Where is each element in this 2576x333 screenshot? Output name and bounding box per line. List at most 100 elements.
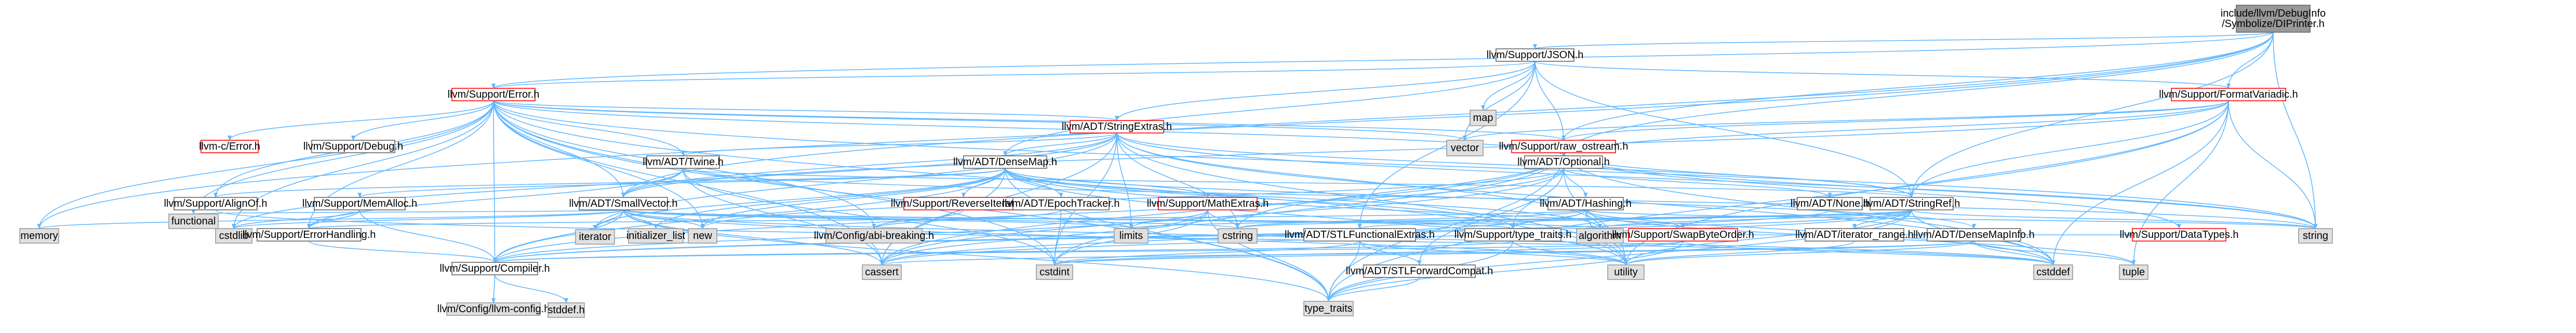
- node-densemap[interactable]: llvm/ADT/DenseMap.h: [953, 155, 1057, 169]
- node-llvmconfig[interactable]: llvm/Config/llvm-config.h: [437, 302, 550, 316]
- node-stringextras[interactable]: llvm/ADT/StringExtras.h: [1062, 120, 1172, 134]
- edge-root-to-raw_ostream: [1561, 32, 2274, 141]
- edge-formatvariadic-to-type_traits: [1326, 100, 2229, 302]
- edge-raw_ostream-to-cstring: [1235, 152, 1564, 229]
- node-utility[interactable]: utility: [1607, 264, 1645, 280]
- node-formatvariadic[interactable]: llvm/Support/FormatVariadic.h: [2159, 88, 2298, 101]
- node-iterator[interactable]: iterator: [575, 229, 615, 245]
- node-box-initlist: [628, 228, 684, 244]
- edge-swapbyteorder-to-cstddef: [1683, 241, 2056, 265]
- node-swapbyteorder[interactable]: llvm/Support/SwapByteOrder.h: [1612, 228, 1754, 242]
- node-hashing[interactable]: llvm/ADT/Hashing.h: [1540, 197, 1632, 210]
- node-functional[interactable]: functional: [168, 214, 219, 229]
- edge-densemap-to-cstddef: [1005, 168, 2056, 265]
- edge-densemapinfo-to-utility: [1624, 241, 1974, 265]
- node-densemapinfo[interactable]: llvm/ADT/DenseMapInfo.h: [1913, 228, 2035, 242]
- node-label-formatvariadic: llvm/Support/FormatVariadic.h: [2159, 89, 2298, 100]
- edge-stringextras-to-twine: [681, 132, 1117, 156]
- edge-root-to-optional: [1561, 32, 2274, 156]
- node-tuple[interactable]: tuple: [2119, 264, 2148, 280]
- nodes-layer: include/llvm/DebugInfo/Symbolize/DIPrint…: [19, 5, 2333, 318]
- node-label-iterator_range: llvm/ADT/iterator_range.h: [1795, 229, 1914, 241]
- node-compiler[interactable]: llvm/Support/Compiler.h: [439, 262, 550, 275]
- node-reverseiter[interactable]: llvm/Support/ReverseIteration.h: [891, 197, 1036, 210]
- node-label-swapbyteorder: llvm/Support/SwapByteOrder.h: [1612, 229, 1754, 241]
- node-new[interactable]: new: [688, 228, 717, 244]
- node-errorhandling[interactable]: llvm/Support/ErrorHandling.h: [243, 228, 376, 242]
- node-abibreaking[interactable]: llvm/Config/abi-breaking.h: [814, 228, 934, 244]
- node-box-smallvector: [579, 197, 668, 210]
- node-stlfunctional[interactable]: llvm/ADT/STLFunctionalExtras.h: [1285, 228, 1435, 242]
- edge-swapbyteorder-to-cstdint: [1052, 241, 1684, 265]
- node-label-aligno: llvm/Support/AlignOf.h: [164, 198, 268, 209]
- node-cstdlib[interactable]: cstdlib: [215, 228, 252, 244]
- node-iterator_range[interactable]: llvm/ADT/iterator_range.h: [1795, 228, 1914, 242]
- node-cassert[interactable]: cassert: [862, 264, 902, 280]
- edge-json-to-error: [491, 61, 1536, 89]
- node-vector[interactable]: vector: [1446, 140, 1484, 156]
- edge-stringref-to-limits: [1129, 209, 1912, 229]
- node-type_traits[interactable]: type_traits: [1303, 301, 1354, 316]
- node-aligno[interactable]: llvm/Support/AlignOf.h: [164, 197, 268, 210]
- node-smallvector[interactable]: llvm/ADT/SmallVector.h: [569, 197, 678, 210]
- edge-formatvariadic-to-smallvector: [621, 100, 2229, 198]
- node-mathextras[interactable]: llvm/Support/MathExtras.h: [1147, 197, 1269, 210]
- node-datatypes[interactable]: llvm/Support/DataTypes.h: [2120, 228, 2239, 242]
- node-initlist[interactable]: initializer_list: [626, 228, 686, 244]
- node-cstring[interactable]: cstring: [1218, 228, 1258, 244]
- edge-optional-to-hashing: [1563, 168, 1588, 198]
- edge-twine-to-stringref: [683, 168, 1914, 198]
- node-box-epochtracker: [1012, 197, 1110, 210]
- node-optional[interactable]: llvm/ADT/Optional.h: [1517, 155, 1610, 169]
- node-error[interactable]: llvm/Support/Error.h: [448, 88, 540, 101]
- node-label-functional: functional: [171, 216, 216, 227]
- node-stddef[interactable]: stddef.h: [548, 302, 585, 318]
- node-label-raw_ostream: llvm/Support/raw_ostream.h: [1499, 141, 1629, 152]
- edge-densemap-to-aligno: [213, 168, 1006, 198]
- node-memory[interactable]: memory: [19, 228, 59, 244]
- node-cstddef[interactable]: cstddef: [2033, 264, 2073, 280]
- node-epochtracker[interactable]: llvm/ADT/EpochTracker.h: [1003, 197, 1120, 210]
- node-box-compiler: [451, 262, 538, 275]
- node-json[interactable]: llvm/Support/JSON.h: [1487, 48, 1584, 62]
- node-debug[interactable]: llvm/Support/Debug.h: [303, 140, 403, 153]
- node-label-vector: vector: [1451, 142, 1479, 154]
- edge-stlforwardcompat-to-type_traits: [1326, 277, 1420, 302]
- node-box-iterator: [575, 229, 615, 245]
- node-box-stddef: [548, 302, 585, 318]
- node-typetraits[interactable]: llvm/Support/type_traits.h: [1454, 228, 1572, 242]
- node-limits[interactable]: limits: [1114, 228, 1149, 244]
- node-box-new: [688, 228, 717, 244]
- edge-smallvector-to-iterator: [593, 209, 624, 230]
- node-cerror[interactable]: llvm-c/Error.h: [199, 140, 260, 153]
- node-box-cstdint: [1036, 264, 1073, 280]
- node-label-densemap: llvm/ADT/DenseMap.h: [953, 156, 1057, 168]
- node-box-formatvariadic: [2171, 88, 2286, 101]
- node-none[interactable]: llvm/ADT/None.h: [1791, 197, 1869, 210]
- edge-root-to-smallvector: [621, 32, 2274, 198]
- edge-stringextras-to-cstring: [1116, 132, 1240, 229]
- node-label-error: llvm/Support/Error.h: [448, 89, 540, 100]
- edge-error-to-cerror: [228, 100, 494, 141]
- node-label-stddef: stddef.h: [548, 304, 584, 316]
- node-box-memalloc: [314, 197, 406, 210]
- node-twine[interactable]: llvm/ADT/Twine.h: [643, 155, 724, 169]
- node-label-llvmconfig: llvm/Config/llvm-config.h: [437, 303, 550, 315]
- node-raw_ostream[interactable]: llvm/Support/raw_ostream.h: [1499, 140, 1629, 153]
- node-label-cstring: cstring: [1222, 230, 1253, 242]
- node-cstdint[interactable]: cstdint: [1036, 264, 1073, 280]
- edge-json-to-densemap: [1003, 61, 1536, 156]
- node-map[interactable]: map: [1470, 110, 1497, 126]
- node-root[interactable]: include/llvm/DebugInfo/Symbolize/DIPrint…: [2221, 5, 2326, 33]
- edge-error-to-functional: [191, 100, 494, 215]
- node-string[interactable]: string: [2298, 228, 2333, 244]
- edge-optional-to-utility: [1563, 168, 1628, 265]
- node-stlforwardcompat[interactable]: llvm/ADT/STLForwardCompat.h: [1346, 264, 1493, 278]
- node-label-hashing: llvm/ADT/Hashing.h: [1540, 198, 1632, 209]
- node-algorithm[interactable]: algorithm: [1576, 228, 1624, 244]
- node-memalloc[interactable]: llvm/Support/MemAlloc.h: [302, 197, 417, 210]
- node-box-reverseiter: [903, 197, 1024, 210]
- node-box-debug: [311, 140, 395, 153]
- node-stringref[interactable]: llvm/ADT/StringRef.h: [1863, 197, 1960, 210]
